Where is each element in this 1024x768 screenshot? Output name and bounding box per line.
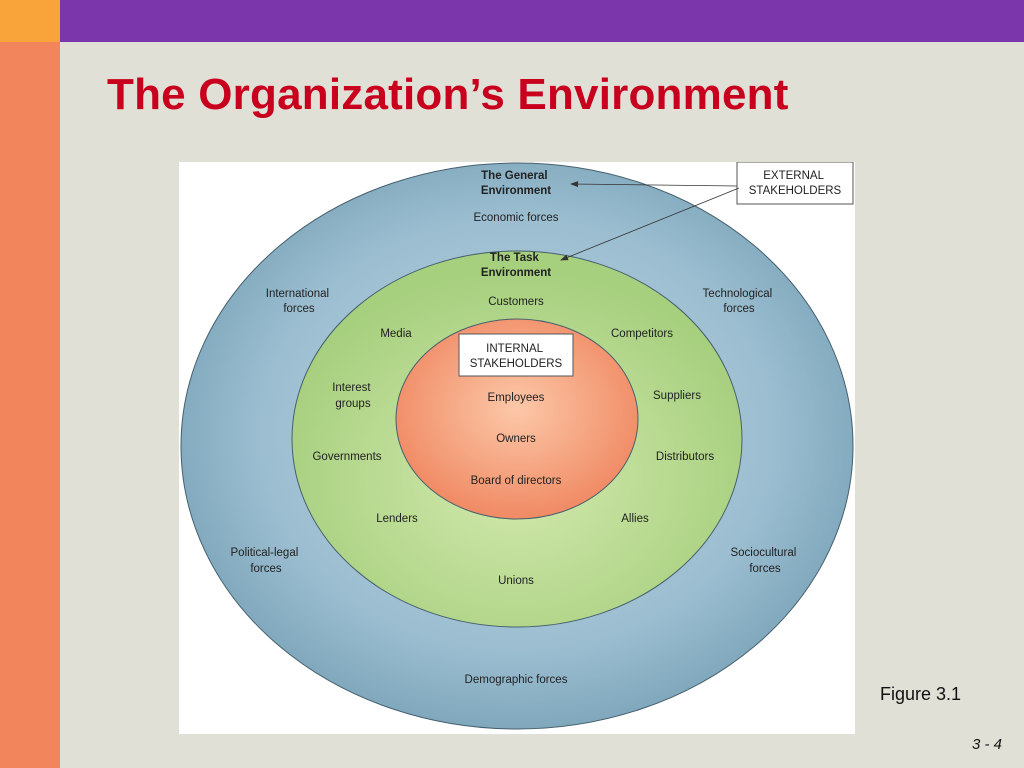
customers-label: Customers bbox=[488, 296, 544, 308]
top-accent-bar bbox=[60, 0, 1024, 42]
internal-core bbox=[395, 318, 639, 520]
page-number: 3 - 4 bbox=[971, 736, 1002, 753]
demographic-forces-label: Demographic forces bbox=[465, 674, 568, 686]
political-legal-forces-label: Political-legal forces bbox=[231, 547, 302, 575]
arrow-to-general bbox=[570, 181, 738, 188]
figure-caption: Figure 3.1 bbox=[880, 684, 962, 704]
unions-label: Unions bbox=[498, 575, 534, 587]
lenders-label: Lenders bbox=[376, 513, 418, 525]
task-environment-heading: The Task Environment bbox=[481, 252, 551, 279]
media-label: Media bbox=[380, 328, 412, 340]
external-stakeholders-label: EXTERNAL STAKEHOLDERS bbox=[749, 170, 842, 197]
general-environment-heading: The General Environment bbox=[481, 170, 551, 197]
arrow-to-task bbox=[560, 187, 740, 261]
employees-label: Employees bbox=[488, 392, 545, 404]
owners-label: Owners bbox=[496, 433, 536, 445]
corner-accent bbox=[0, 0, 60, 42]
suppliers-label: Suppliers bbox=[653, 390, 701, 402]
slide-title: The Organization’s Environment bbox=[107, 70, 789, 119]
internal-stakeholders-label: INTERNAL STAKEHOLDERS bbox=[470, 343, 563, 370]
interest-groups-label: Interest groups bbox=[332, 382, 374, 410]
competitors-label: Competitors bbox=[611, 328, 673, 340]
governments-label: Governments bbox=[312, 451, 381, 463]
international-forces-label: International forces bbox=[266, 288, 333, 315]
environment-diagram: EXTERNAL STAKEHOLDERS INTERNAL STAKEHOLD… bbox=[179, 162, 855, 734]
internal-stakeholders-box bbox=[458, 333, 574, 377]
board-of-directors-label: Board of directors bbox=[471, 475, 562, 487]
allies-label: Allies bbox=[621, 513, 649, 525]
economic-forces-label: Economic forces bbox=[473, 212, 558, 224]
external-stakeholders-box bbox=[736, 162, 854, 205]
left-accent-bar bbox=[0, 0, 60, 768]
distributors-label: Distributors bbox=[656, 451, 714, 463]
technological-forces-label: Technological forces bbox=[703, 288, 776, 315]
sociocultural-forces-label: Sociocultural forces bbox=[730, 547, 799, 575]
